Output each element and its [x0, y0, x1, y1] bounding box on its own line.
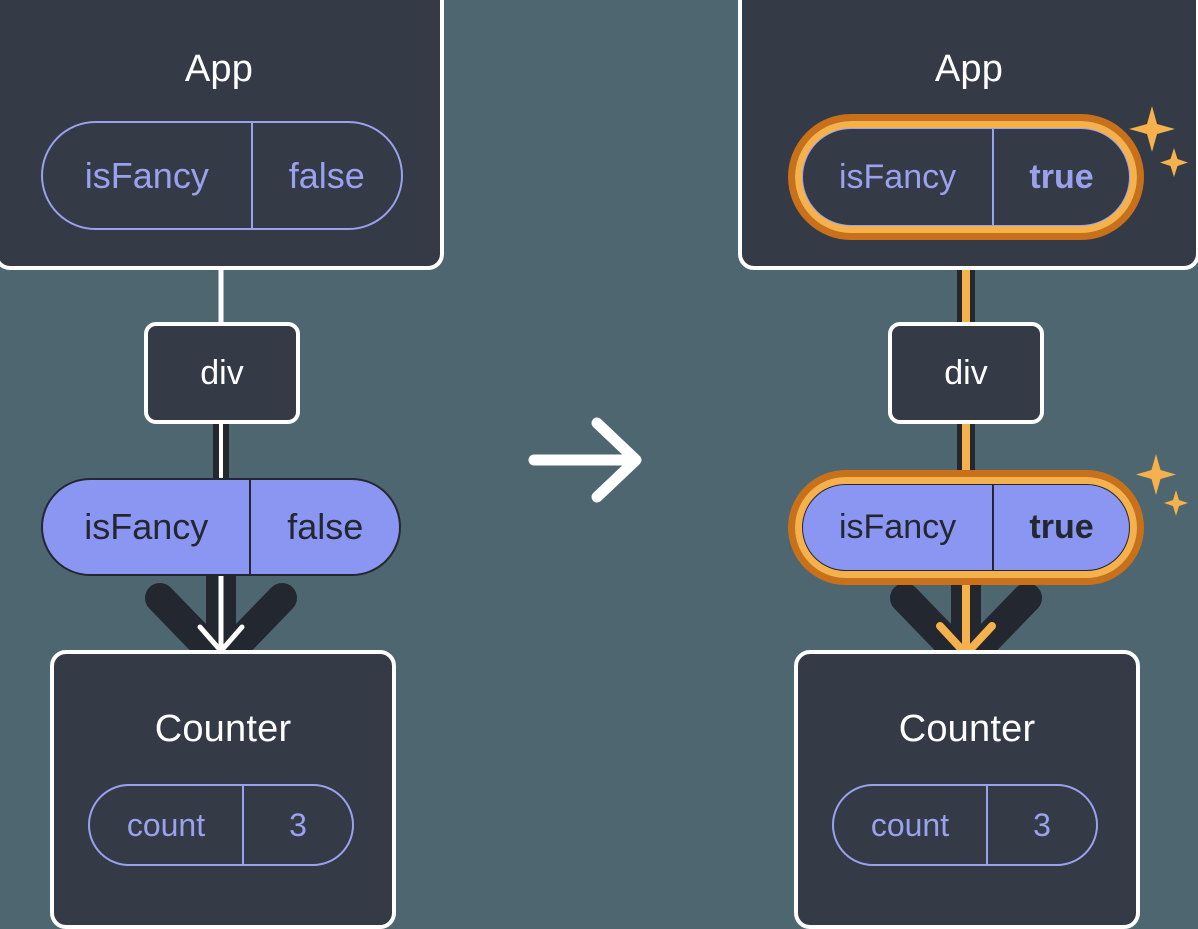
state-value: true [992, 485, 1129, 570]
counter-title-before: Counter [154, 708, 292, 750]
prop-value: false [250, 123, 401, 228]
state-value: false [249, 480, 399, 574]
count-value: 3 [985, 786, 1096, 864]
state-name: isFancy [838, 508, 957, 546]
state-name: isFancy [84, 506, 209, 547]
count-name: count [126, 806, 206, 843]
state-pill-before: isFancy false [41, 478, 401, 576]
div-node-before: div [144, 322, 300, 424]
counter-title-after: Counter [898, 708, 1036, 750]
div-label: div [944, 353, 988, 392]
div-node-after: div [888, 322, 1044, 424]
counter-state-pill-after: count 3 [832, 784, 1098, 866]
app-title-after: App [934, 48, 1004, 90]
app-title-before: App [184, 48, 254, 90]
count-name: count [870, 806, 950, 843]
state-pill-after: isFancy true [801, 483, 1131, 572]
prop-name: isFancy [838, 157, 957, 196]
prop-value: true [992, 129, 1129, 225]
arrow-state-to-counter-left [145, 570, 297, 676]
right-arrow-icon [528, 417, 642, 503]
prop-name: isFancy [84, 154, 209, 196]
app-prop-pill-before: isFancy false [41, 121, 403, 230]
counter-state-pill-before: count 3 [88, 784, 354, 866]
count-value: 3 [241, 786, 352, 864]
div-label: div [200, 353, 244, 392]
app-prop-pill-after: isFancy true [801, 127, 1131, 227]
arrow-state-to-counter-right [890, 570, 1042, 676]
